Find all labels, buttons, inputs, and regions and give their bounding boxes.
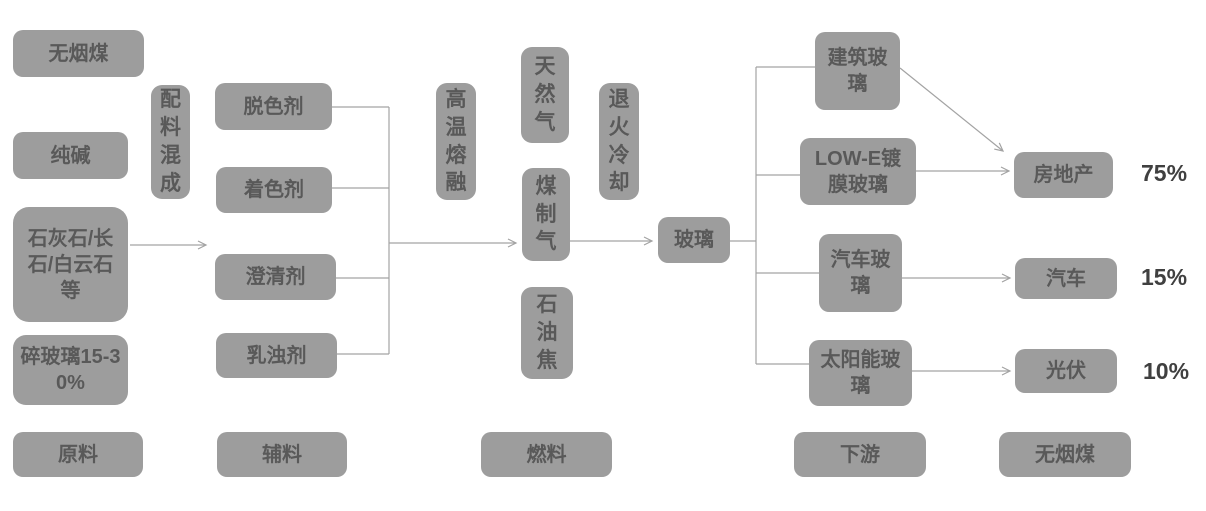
node-clarifier: 澄清剂 bbox=[215, 254, 336, 300]
node-coal-gas: 煤制气 bbox=[522, 168, 570, 261]
node-annealing-cooling: 退火冷却 bbox=[599, 83, 639, 200]
share-photovoltaic: 10% bbox=[1143, 358, 1190, 384]
node-decolorizer: 脱色剂 bbox=[215, 83, 332, 130]
node-photovoltaic: 光伏 bbox=[1015, 349, 1117, 393]
node-opacifier: 乳浊剂 bbox=[216, 333, 337, 378]
label-downstream: 下游 bbox=[794, 432, 926, 477]
node-solar-glass: 太阳能玻璃 bbox=[809, 340, 912, 406]
node-lowe-coated-glass: LOW-E镀膜玻璃 bbox=[800, 138, 916, 205]
node-high-temp-melting: 高温熔融 bbox=[436, 83, 476, 200]
label-raw-materials: 原料 bbox=[13, 432, 143, 477]
connector-architectural-to-realestate bbox=[899, 67, 1005, 152]
node-glass: 玻璃 bbox=[658, 217, 730, 263]
node-real-estate: 房地产 bbox=[1014, 152, 1113, 198]
node-cullet: 碎玻璃15-30% bbox=[13, 335, 128, 405]
node-automobile: 汽车 bbox=[1015, 258, 1117, 299]
node-limestone-feldspar-dolomite: 石灰石/长石/白云石等 bbox=[13, 207, 128, 322]
label-fuels: 燃料 bbox=[481, 432, 612, 477]
label-end-markets: 无烟煤 bbox=[999, 432, 1131, 477]
node-natural-gas: 天然气 bbox=[521, 47, 569, 143]
share-automobile: 15% bbox=[1141, 264, 1188, 290]
node-soda-ash: 纯碱 bbox=[13, 132, 128, 179]
node-petroleum-coke: 石油焦 bbox=[521, 287, 573, 379]
node-colorant: 着色剂 bbox=[216, 167, 332, 213]
node-anthracite: 无烟煤 bbox=[13, 30, 144, 77]
share-real-estate: 75% bbox=[1141, 160, 1188, 186]
node-batching-mixing: 配料混成 bbox=[151, 85, 190, 199]
node-automotive-glass: 汽车玻璃 bbox=[819, 234, 902, 312]
label-additives: 辅料 bbox=[217, 432, 347, 477]
node-architectural-glass: 建筑玻璃 bbox=[815, 32, 900, 110]
